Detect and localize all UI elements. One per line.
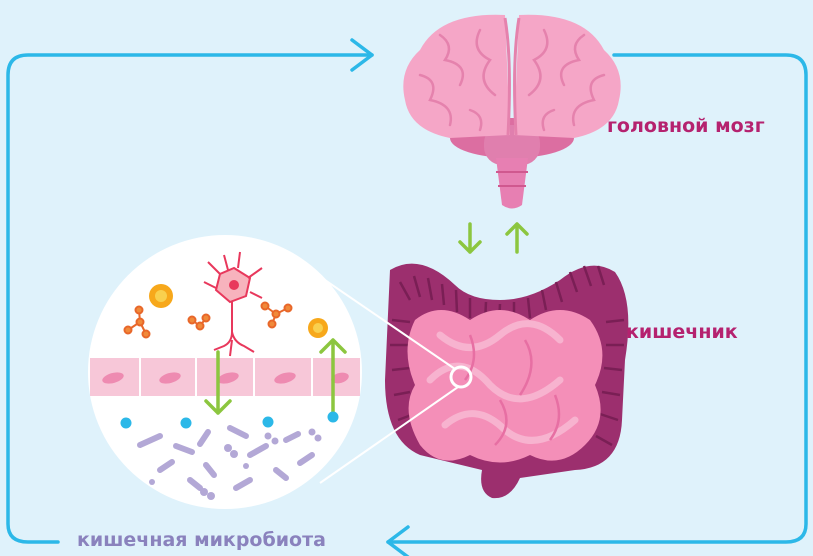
- intestine-icon: [385, 264, 628, 499]
- magnified-view: [88, 235, 362, 509]
- arrow-down-icon: [460, 224, 480, 252]
- brain-label: головной мозг: [607, 115, 765, 137]
- brain-icon: [403, 15, 620, 209]
- gut-brain-arrows: [460, 224, 527, 252]
- epithelial-cell-icon: [90, 358, 360, 396]
- arrow-up-icon: [507, 224, 527, 252]
- microbiota-label: кишечная микробиота: [77, 529, 326, 551]
- gut-label: кишечник: [626, 321, 738, 343]
